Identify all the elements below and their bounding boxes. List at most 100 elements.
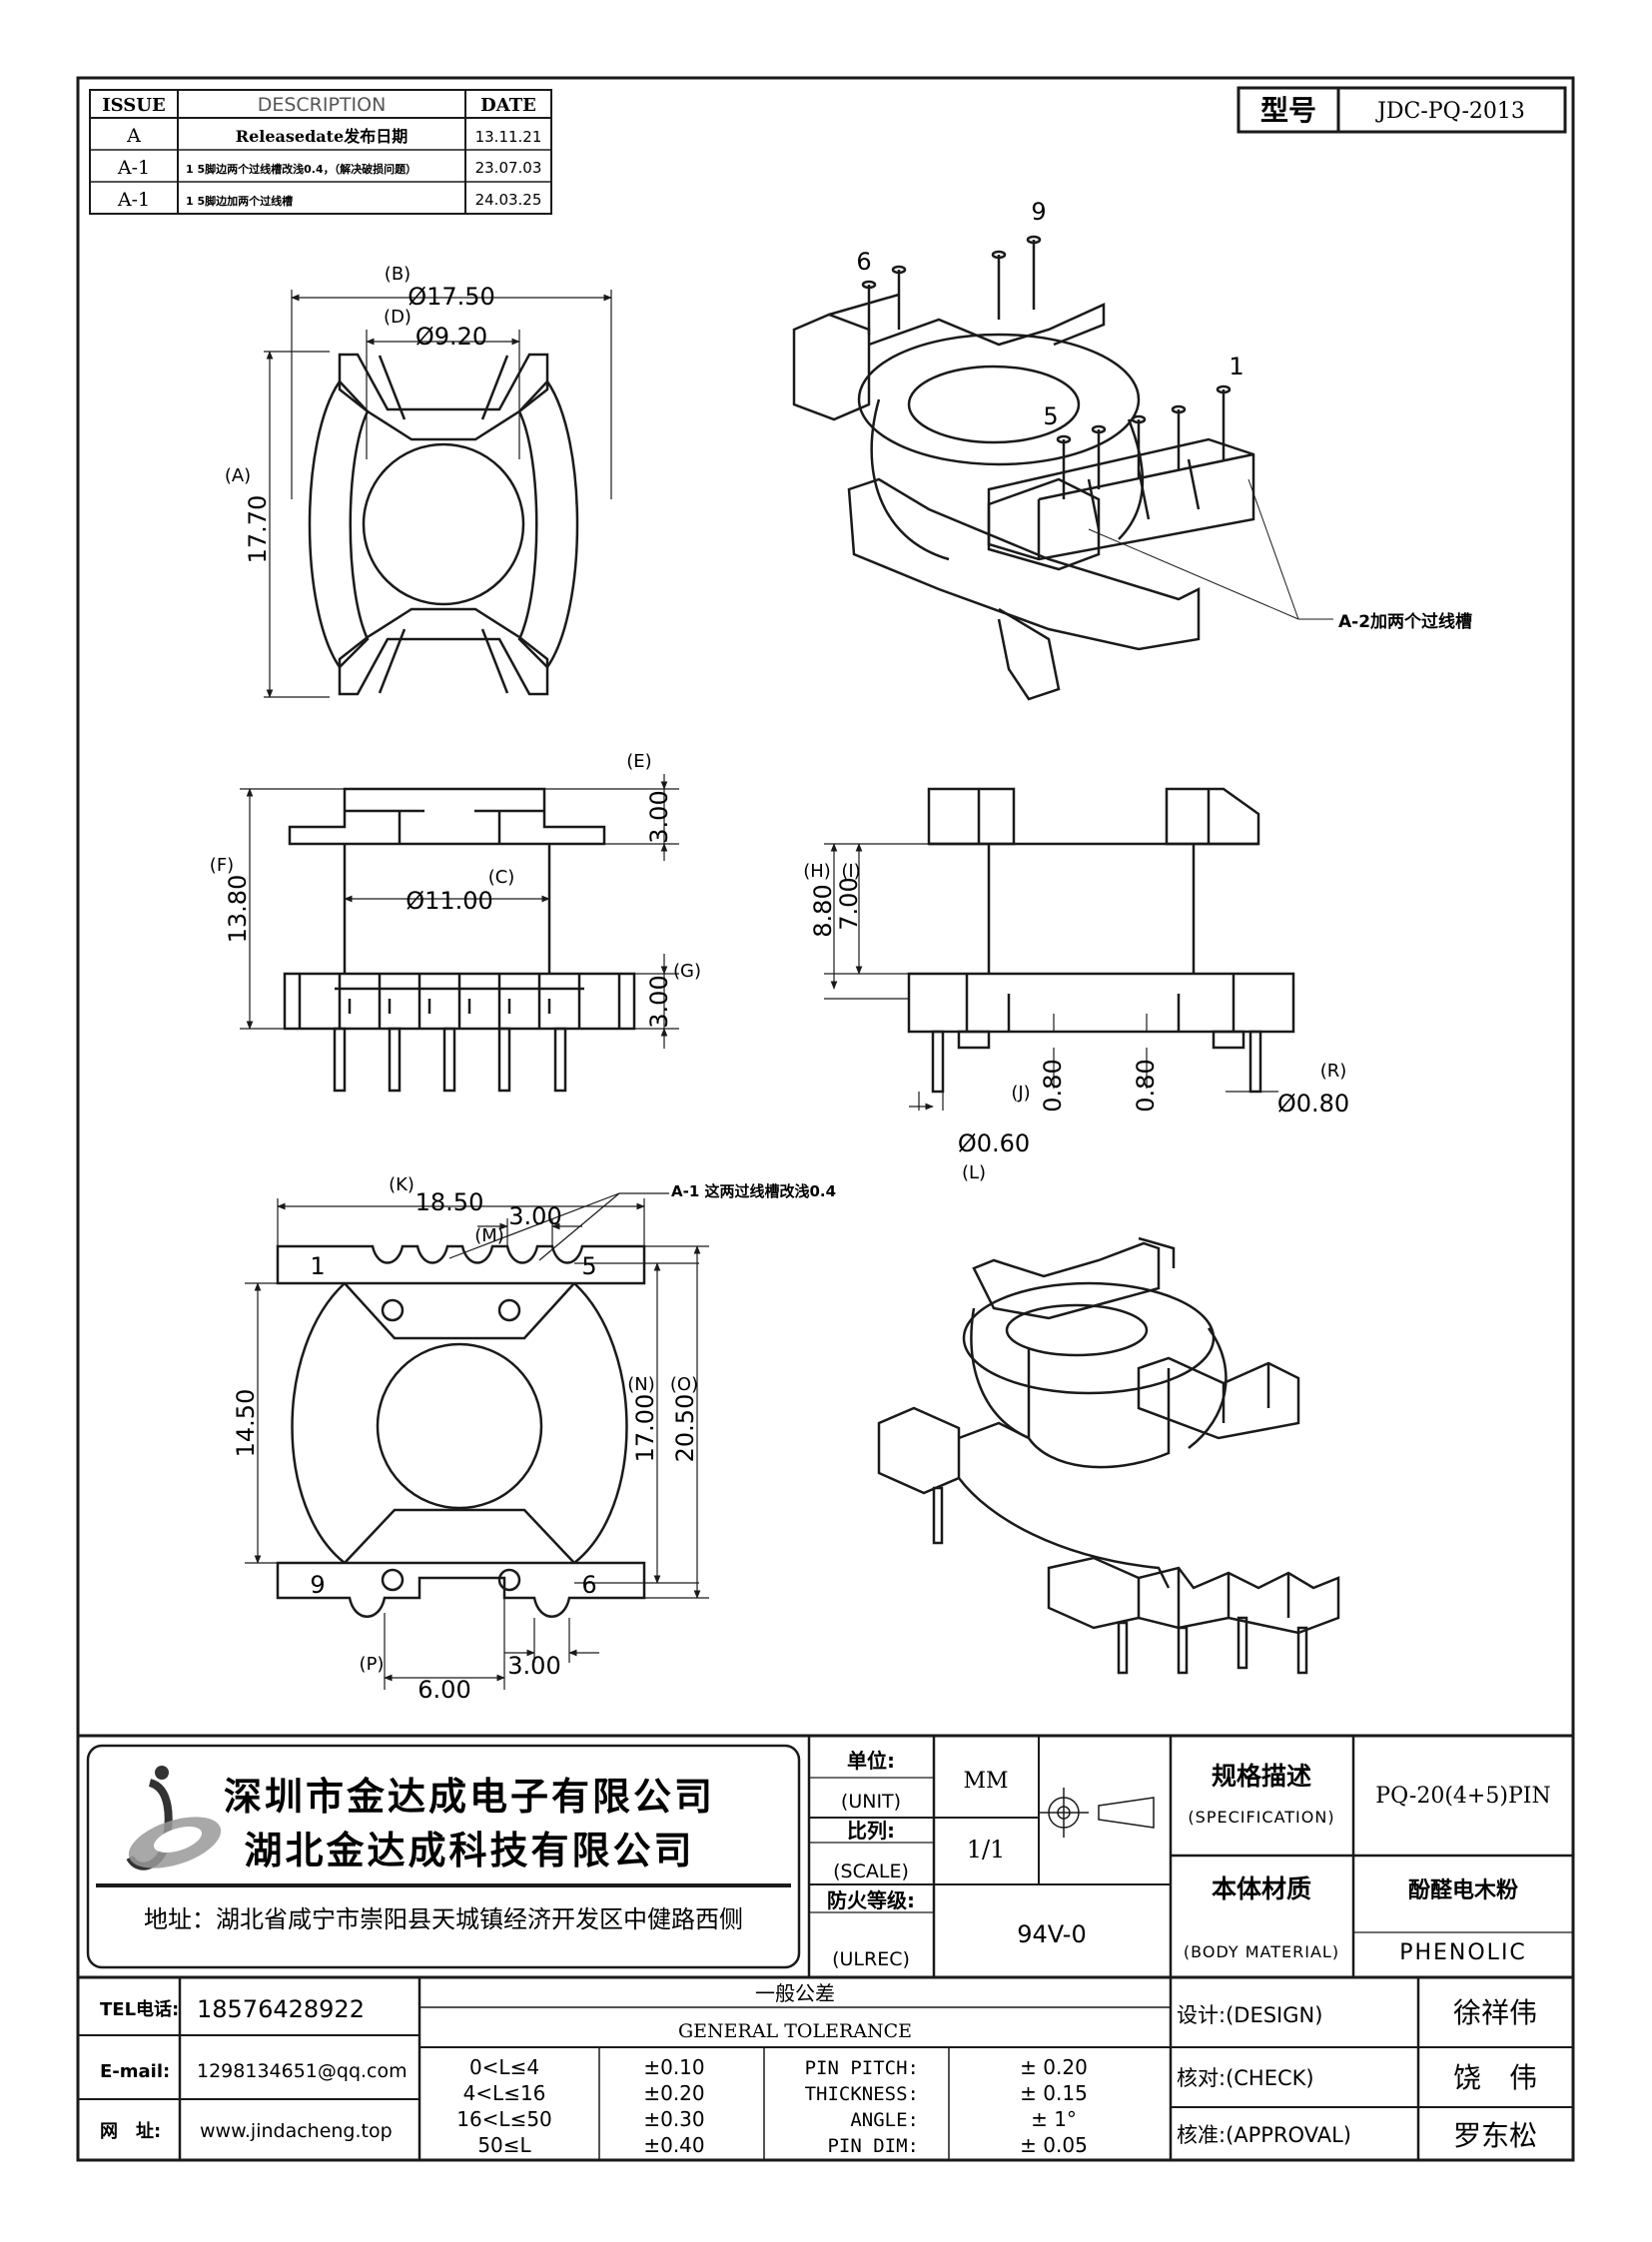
design-value: 徐祥伟 <box>1453 1996 1537 2029</box>
tol-item-value-3: ± 1° <box>1031 2107 1077 2131</box>
dim-b-value: Ø17.50 <box>408 283 495 311</box>
tel-label: TEL电话: <box>100 1998 179 2020</box>
company-address: 地址：湖北省咸宁市崇阳县天城镇经济开发区中健路西侧 <box>144 1905 743 1933</box>
rev-row-3-issue: A-1 <box>117 189 150 211</box>
tol-range-3: 16<L≤50 <box>456 2107 552 2131</box>
dim-14-value: 14.50 <box>232 1389 260 1458</box>
tol-item-value-2: ± 0.15 <box>1020 2081 1088 2105</box>
callout-a1: A-1 这两过线槽改浅0.4 <box>671 1182 836 1200</box>
check-value: 饶 伟 <box>1453 2061 1537 2094</box>
dim-c-label: (C) <box>488 867 515 888</box>
dim-l-label: (L) <box>962 1162 986 1183</box>
tol-item-value-4: ± 0.05 <box>1020 2133 1088 2157</box>
rev-header-description: DESCRIPTION <box>258 94 387 116</box>
unit-label-en: (UNIT) <box>841 1791 901 1813</box>
model-label: 型号 <box>1260 94 1316 127</box>
dim-e-value: 3.00 <box>645 790 673 843</box>
dim-r-label: (R) <box>1320 1061 1347 1082</box>
rev-header-issue: ISSUE <box>102 95 165 116</box>
rev-header-date: DATE <box>480 95 536 116</box>
company-name-cn-1: 深圳市金达成电子有限公司 <box>224 1775 715 1819</box>
rev-row-3-description: 1 5脚边加两个过线槽 <box>186 194 293 208</box>
tol-range-4: 50≤L <box>477 2133 531 2157</box>
unit-label-cn: 单位: <box>847 1749 895 1773</box>
scale-value: 1/1 <box>967 1836 1006 1864</box>
dim-e-label: (E) <box>626 751 651 772</box>
dim-r-value: Ø0.80 <box>1277 1090 1349 1118</box>
scale-label-en: (SCALE) <box>833 1861 909 1882</box>
tol-item-2: THICKNESS: <box>805 2083 919 2105</box>
dim-g-value: 3.00 <box>645 975 673 1028</box>
email-value: 1298134651@qq.com <box>197 2060 408 2082</box>
bottom-view-dimensions <box>245 1192 709 1690</box>
iso-pin-5: 5 <box>1043 402 1058 430</box>
dim-h-value: 8.80 <box>809 884 837 937</box>
dim-k-value: 18.50 <box>415 1188 484 1216</box>
model-box: 型号 JDC-PQ-2013 <box>1237 86 1567 134</box>
dim-n-label: (N) <box>627 1374 655 1395</box>
company-logo <box>126 1766 222 1870</box>
dim-o-value: 20.50 <box>671 1394 699 1463</box>
bottom-pin-9: 9 <box>310 1571 325 1599</box>
web-label: 网 址: <box>100 2121 161 2142</box>
dim-g-label: (G) <box>673 961 701 982</box>
rev-row-3-date: 24.03.25 <box>475 191 542 209</box>
iso-callout-a2: A-2加两个过线槽 <box>1338 611 1472 632</box>
rev-row-1-issue: A <box>126 125 141 147</box>
dim-p-label: (P) <box>360 1654 385 1675</box>
bottom-pin-5: 5 <box>581 1252 596 1280</box>
title-block-lines <box>78 1734 1573 2160</box>
rev-row-2-issue: A-1 <box>117 157 150 179</box>
dim-j-label: (J) <box>1011 1083 1030 1104</box>
fire-label-en: (ULREC) <box>832 1948 910 1970</box>
fire-value: 94V-0 <box>1017 1920 1086 1948</box>
material-label-cn: 本体材质 <box>1212 1874 1311 1903</box>
approval-value: 罗东松 <box>1453 2119 1537 2152</box>
dim-i-label: (I) <box>841 861 860 882</box>
iso-top-callout-lines <box>1088 478 1333 620</box>
revision-table: ISSUE DESCRIPTION DATE A Releasedate发布日期… <box>89 89 552 215</box>
dim-i-value: 7.00 <box>835 877 863 930</box>
tol-value-1: ±0.10 <box>643 2055 704 2079</box>
dim-b-label: (B) <box>385 264 411 285</box>
dim-d-label: (D) <box>384 307 412 328</box>
iso-top-view <box>792 235 1255 701</box>
web-value: www.jindacheng.top <box>200 2120 393 2142</box>
rev-row-2-date: 23.07.03 <box>475 159 542 177</box>
approval-label: 核准:(APPROVAL) <box>1177 2123 1351 2147</box>
tol-item-3: ANGLE: <box>850 2109 919 2131</box>
dim-f-label: (F) <box>210 855 234 876</box>
dim-m-label: (M) <box>474 1225 504 1246</box>
tolerance-title-en: GENERAL TOLERANCE <box>678 2020 912 2042</box>
check-label: 核对:(CHECK) <box>1177 2066 1314 2090</box>
side-view-dimensions <box>824 843 1278 1111</box>
dim-h-label: (H) <box>803 861 831 882</box>
email-label: E-mail: <box>100 2061 170 2082</box>
side-view <box>907 787 1295 1094</box>
tol-value-2: ±0.20 <box>643 2081 704 2105</box>
design-label: 设计:(DESIGN) <box>1177 2003 1322 2027</box>
tol-range-2: 4<L≤16 <box>463 2081 546 2105</box>
tol-value-3: ±0.30 <box>643 2107 704 2131</box>
dim-l-value: Ø0.60 <box>958 1129 1030 1157</box>
top-view <box>308 353 579 696</box>
dim-n-value: 17.00 <box>631 1394 659 1463</box>
dim-m-value: 3.00 <box>508 1202 561 1230</box>
fire-label-cn: 防火等级: <box>827 1888 915 1912</box>
material-label-en: (BODY MATERIAL) <box>1184 1942 1339 1961</box>
tol-item-1: PIN PITCH: <box>805 2057 919 2079</box>
model-value: JDC-PQ-2013 <box>1375 99 1525 124</box>
unit-value: MM <box>963 1769 1008 1794</box>
tolerance-table: 0<L≤4 4<L≤16 16<L≤50 50≤L ±0.10 ±0.20 ±0… <box>456 2055 1088 2157</box>
bottom-view <box>276 1244 646 1618</box>
dim-p-value: 6.00 <box>417 1676 470 1704</box>
material-value-cn: 酚醛电木粉 <box>1408 1878 1518 1903</box>
iso-pin-6: 6 <box>856 248 871 276</box>
dim-j1-value: 0.80 <box>1039 1059 1067 1112</box>
rev-row-1-description: Releasedate发布日期 <box>236 127 408 146</box>
dim-a-label: (A) <box>225 465 251 486</box>
tolerance-title-cn: 一般公差 <box>755 1981 835 2005</box>
top-view-dimensions <box>264 290 612 698</box>
tol-item-value-1: ± 0.20 <box>1020 2055 1088 2079</box>
